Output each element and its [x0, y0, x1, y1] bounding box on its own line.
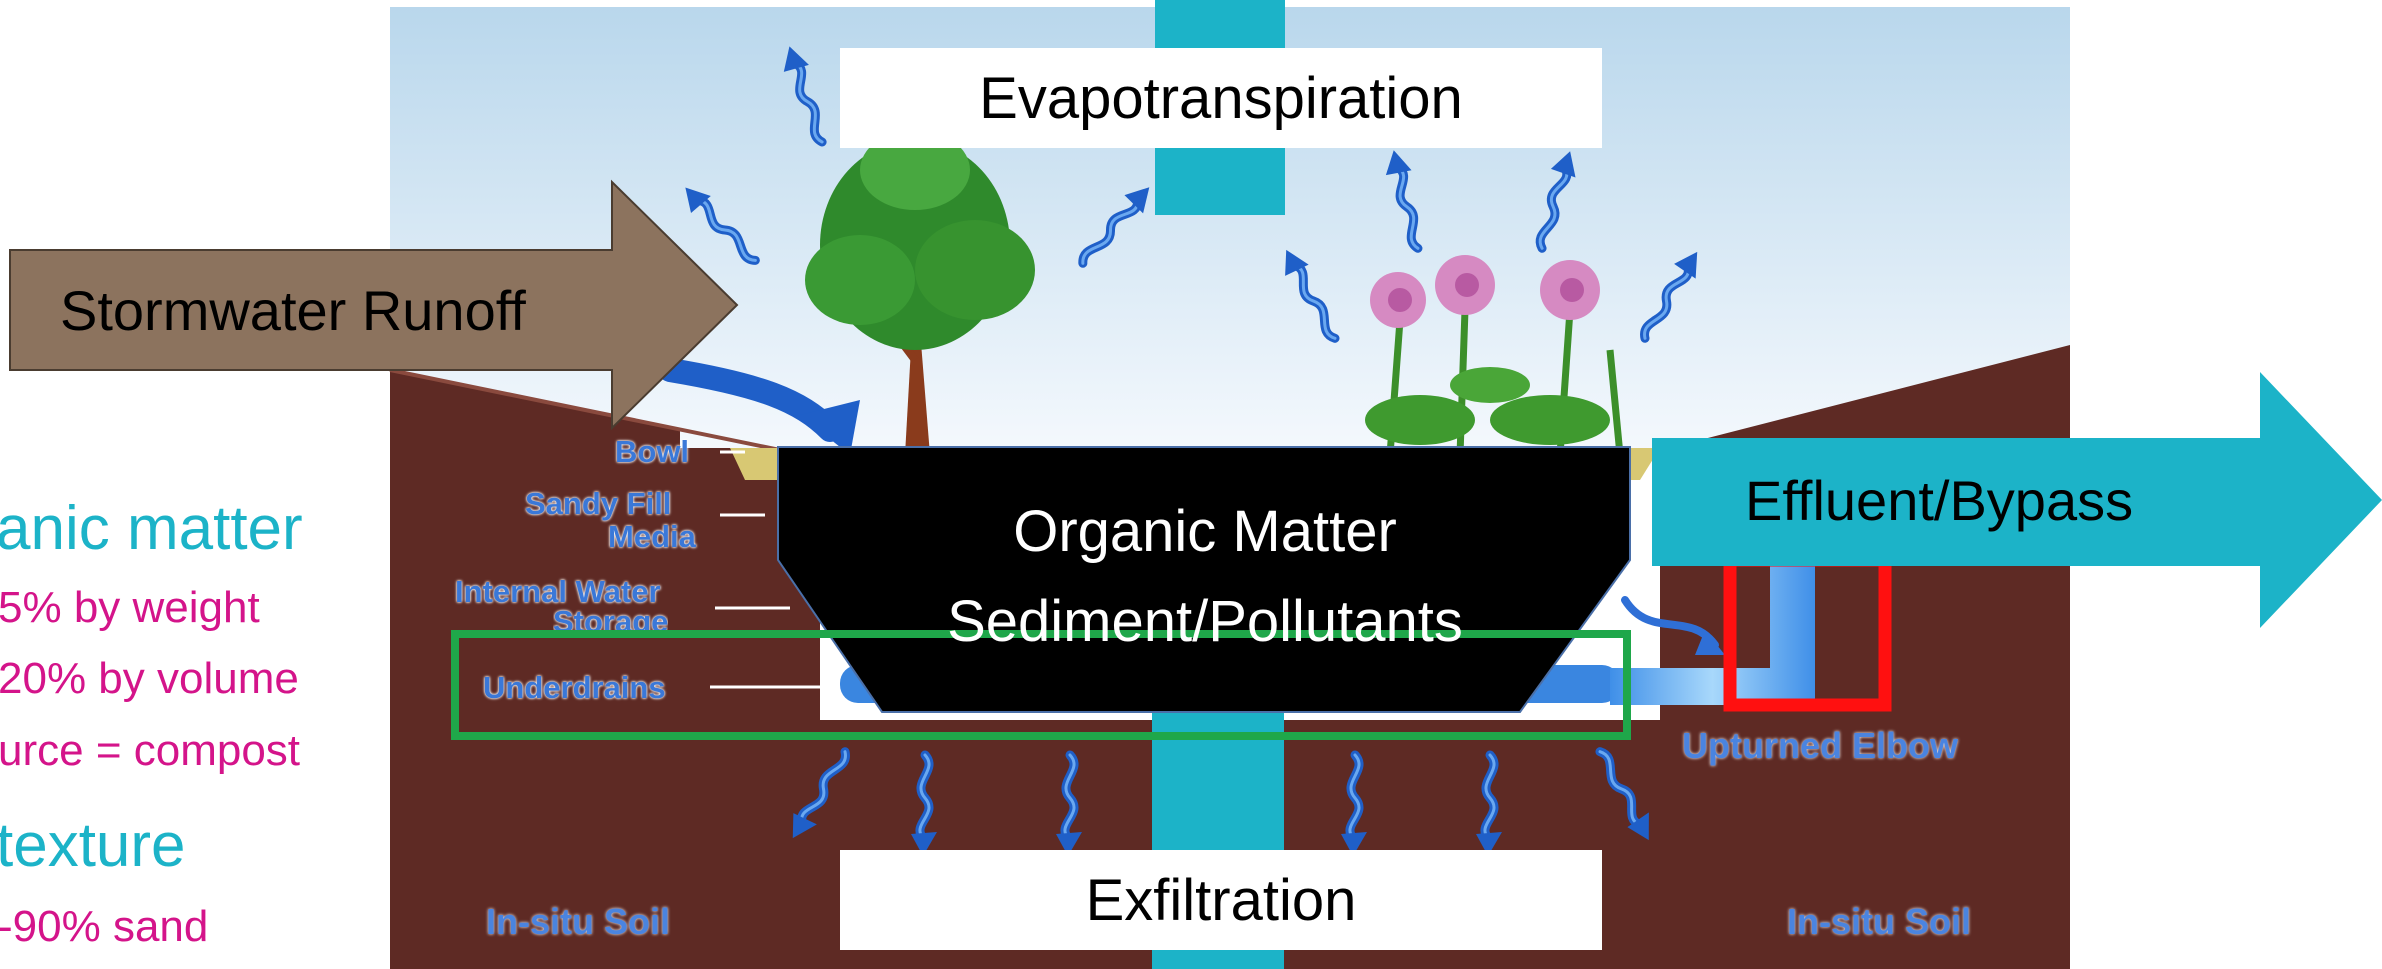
- exfiltration-label: Exfiltration: [840, 850, 1602, 950]
- effluent-bypass-arrow: [1652, 372, 2382, 628]
- sediment-pollutants-label: Sediment/Pollutants: [947, 589, 1463, 654]
- organic-matter-label: Organic Matter: [1013, 499, 1397, 564]
- organic-matter-heading: anic matter: [0, 494, 303, 563]
- in-situ-soil-right-label: In-situ Soil: [1787, 901, 1971, 942]
- organic-matter-item-3: urce = compost: [0, 726, 301, 775]
- evapotranspiration-label: Evapotranspiration: [840, 48, 1602, 148]
- bowl-label: Bowl: [615, 434, 690, 469]
- texture-item-1: -90% sand: [0, 902, 209, 951]
- texture-heading: texture: [0, 811, 186, 880]
- sandy-fill-label-line1: Sandy Fill: [525, 486, 672, 521]
- effluent-bypass-label: Effluent/Bypass: [1745, 468, 2134, 532]
- organic-matter-item-2: 20% by volume: [0, 654, 299, 703]
- stormwater-runoff-label: Stormwater Runoff: [60, 278, 526, 342]
- underdrains-label: Underdrains: [483, 670, 666, 705]
- stormwater-runoff-arrow: [9, 179, 739, 431]
- upturned-elbow-label: Upturned Elbow: [1682, 725, 1958, 766]
- sandy-fill-label-line2: Media: [608, 519, 696, 554]
- organic-matter-zone: [777, 446, 1631, 713]
- internal-water-storage-label-line2: Storage: [553, 606, 669, 630]
- in-situ-soil-left-label: In-situ Soil: [486, 901, 670, 942]
- organic-matter-item-1: 5% by weight: [0, 583, 260, 632]
- underdrains-highlight: [451, 630, 1631, 740]
- flower-plant-icon: [1365, 255, 1624, 456]
- tree-icon: [805, 130, 1035, 455]
- internal-water-storage-label-line1: Internal Water: [455, 574, 661, 609]
